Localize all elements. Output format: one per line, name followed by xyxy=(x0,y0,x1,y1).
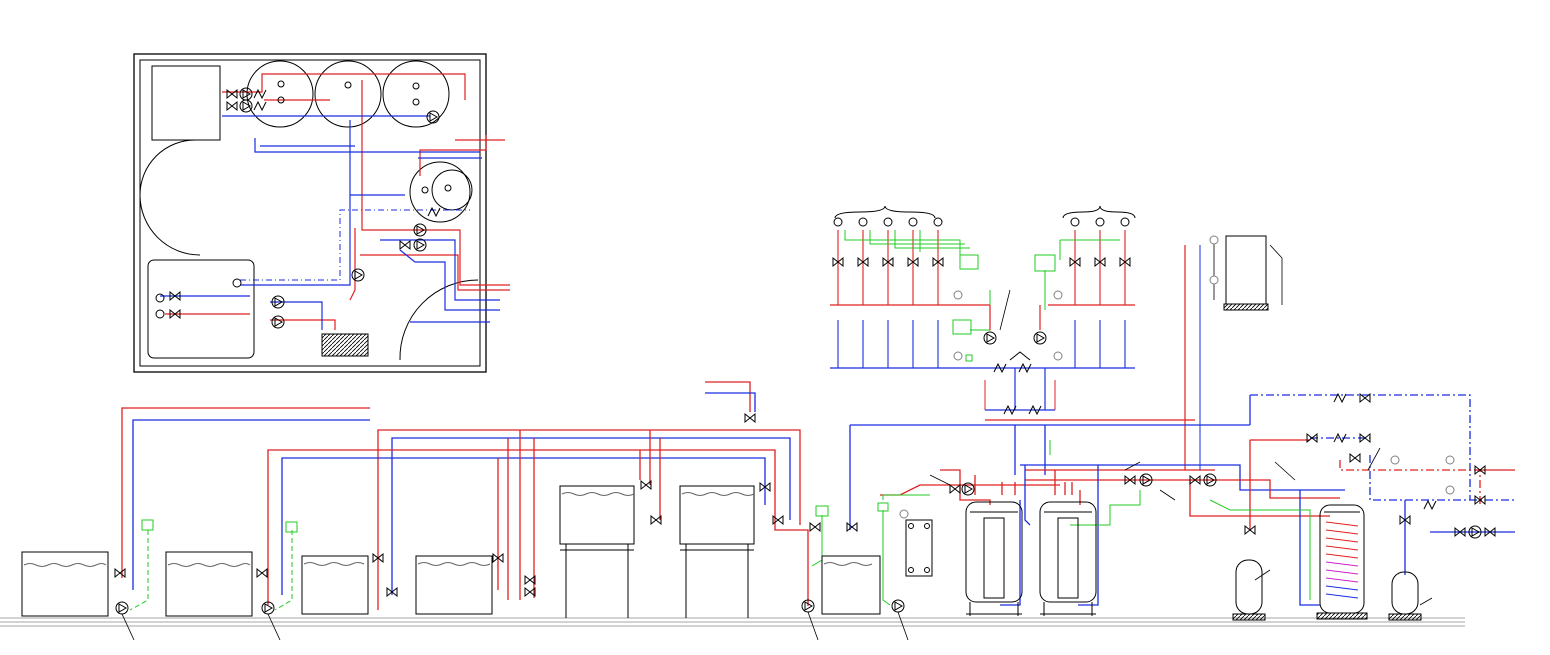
tank-4 xyxy=(415,553,536,615)
plan-boiler-2 xyxy=(314,60,382,128)
door-swing-lower xyxy=(139,194,201,256)
plate-heat-exchanger xyxy=(899,509,933,577)
manifold-left xyxy=(830,205,991,369)
tank-2 xyxy=(165,521,298,641)
boiler-1 xyxy=(949,482,1023,616)
buffer-tank xyxy=(744,413,909,641)
plan-heat-exchanger xyxy=(321,333,369,357)
plan-boiler-1 xyxy=(246,60,314,128)
plan-boiler-3 xyxy=(382,60,450,128)
main-supply-lines xyxy=(121,381,1515,610)
tank-6-elevated xyxy=(679,482,784,618)
floor-line xyxy=(0,617,1465,627)
plan-storage-tank-inner xyxy=(431,169,473,211)
tank-1 xyxy=(21,519,154,641)
manifold-pump-group xyxy=(975,305,1056,415)
boiler-2 xyxy=(1039,501,1097,616)
expansion-vessel-1 xyxy=(1232,559,1266,621)
floor-plan xyxy=(133,53,510,373)
tank-5-elevated xyxy=(559,480,662,618)
tank-3 xyxy=(301,553,398,615)
door-swing-right xyxy=(399,279,479,361)
leader-lines xyxy=(929,289,1433,606)
expansion-vessel-2 xyxy=(1388,571,1422,621)
plan-cabinet xyxy=(151,65,221,141)
solar-storage-tank xyxy=(1316,504,1368,620)
upper-storage-tank xyxy=(1184,235,1283,471)
room-outer-wall xyxy=(133,53,487,373)
plan-tank-block xyxy=(147,259,255,359)
room-inner-wall xyxy=(139,59,481,367)
door-swing-upper xyxy=(139,139,196,196)
plan-storage-tank xyxy=(409,161,471,223)
manifold-right xyxy=(1034,205,1136,369)
